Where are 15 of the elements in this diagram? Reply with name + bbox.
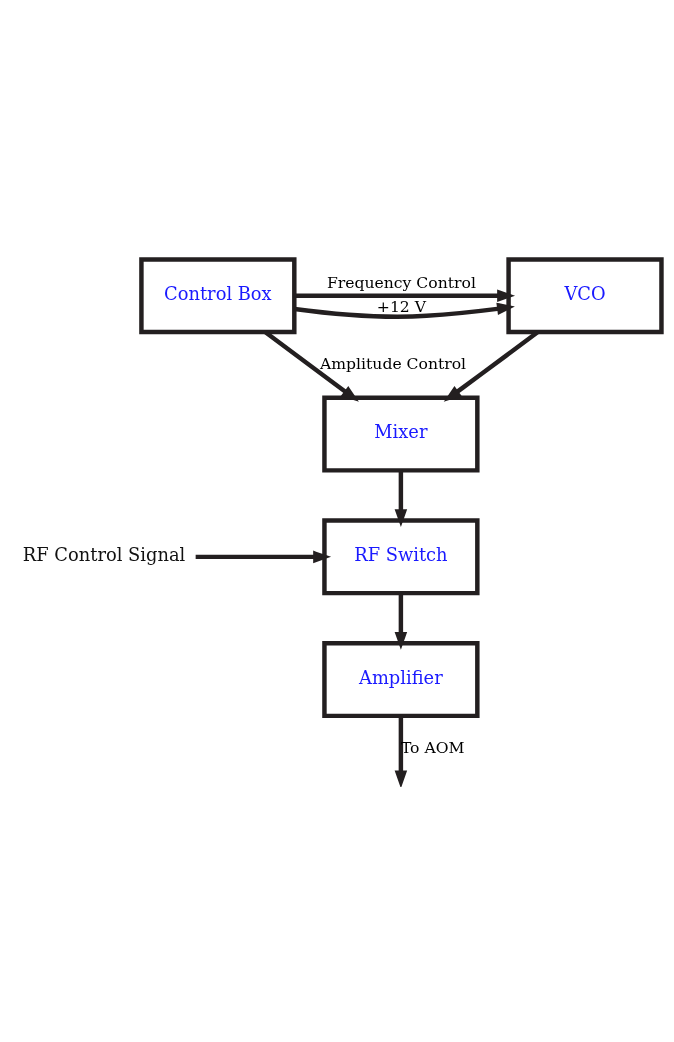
node-box: VCO [506,257,664,335]
edge-label: +12 V [376,297,427,316]
arrow [394,716,408,787]
arrow [394,470,408,528]
arrow [195,550,332,564]
edge-label: Frequency Control [326,274,476,293]
arrow [294,302,515,319]
arrow [394,593,408,650]
arrow [294,289,516,302]
node-box: Mixer [322,395,480,473]
node-box: Amplifier [322,641,480,719]
node-text: RF Control Signal [22,544,186,566]
node-box: RF Switch [322,518,480,596]
edge-label: Amplitude Control [320,355,467,374]
node-box: Control Box [139,257,297,335]
